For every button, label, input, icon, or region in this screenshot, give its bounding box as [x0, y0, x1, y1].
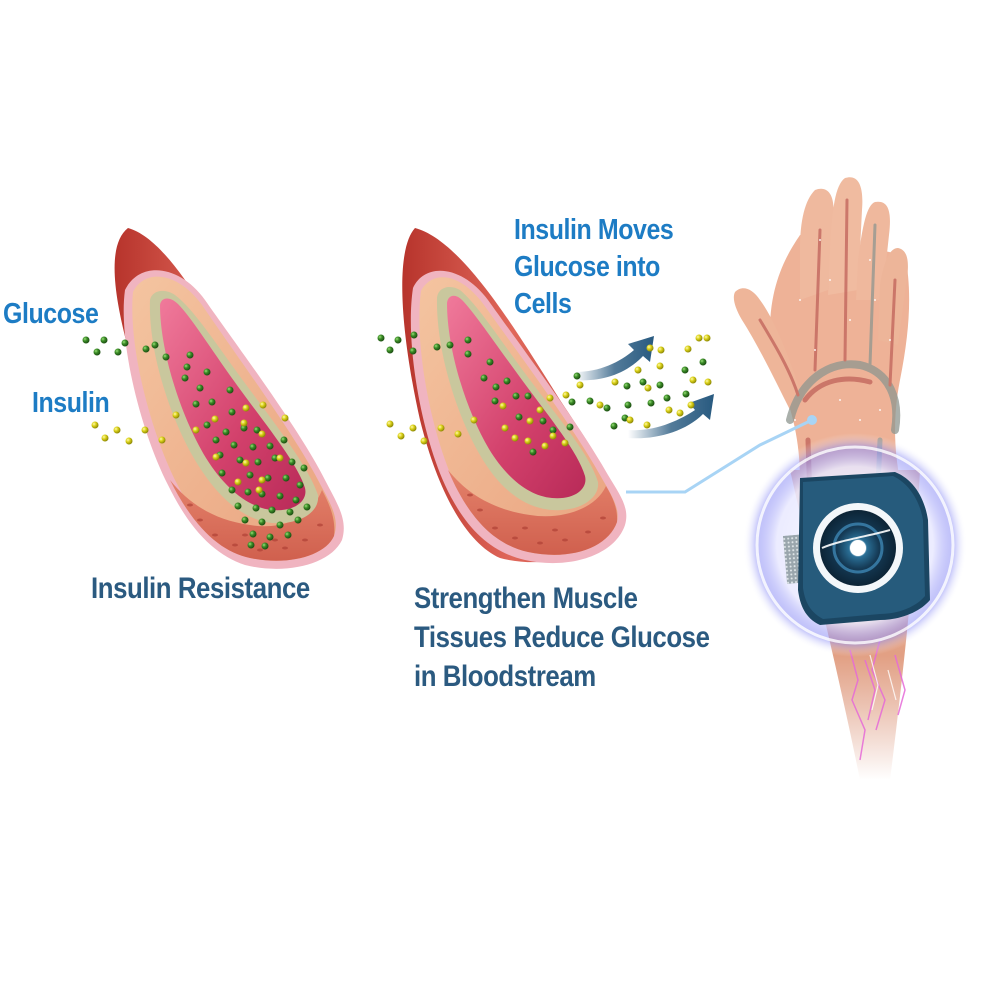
insulin-label: Insulin: [32, 387, 110, 419]
left-vessel-illustration: [114, 228, 344, 569]
caption-line: Tissues Reduce Glucose: [414, 621, 710, 654]
left-glucose-particles: [82, 336, 311, 550]
connector-line: [626, 418, 813, 494]
caption-line: Glucose into: [514, 251, 660, 283]
middle-insulin-particles: [386, 334, 712, 450]
left-insulin-particles: [91, 401, 289, 494]
arrow-up-icon: [575, 336, 654, 381]
connector-dot: [807, 415, 817, 425]
caption-line: Insulin Moves: [514, 214, 674, 246]
caption-line: Cells: [514, 288, 572, 320]
insulin-resistance-caption: Insulin Resistance: [91, 572, 310, 605]
wrist-device: [743, 433, 967, 657]
glucose-label: Glucose: [3, 298, 99, 330]
arrow-right-icon: [628, 394, 714, 439]
caption-line: in Bloodstream: [414, 660, 596, 693]
middle-glucose-particles: [377, 331, 707, 456]
caption-line: Strengthen Muscle: [414, 582, 638, 615]
